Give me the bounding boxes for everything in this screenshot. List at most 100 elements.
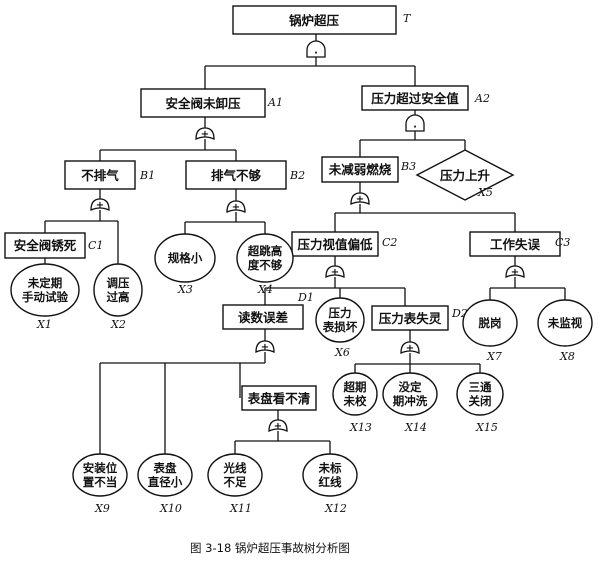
basic-event-text: 未定期 — [27, 276, 63, 290]
svg-text:A1: A1 — [267, 96, 283, 109]
basic-event-circle — [154, 233, 216, 283]
basic-event-text: 手动试验 — [22, 290, 68, 304]
svg-text:D1: D1 — [297, 291, 314, 304]
and-gate-a2: · — [405, 114, 425, 133]
or-gate-b3: + — [350, 192, 370, 205]
event-box-d1: 读数误差 D1 — [222, 291, 314, 330]
basic-event-label: X6 — [334, 346, 350, 359]
or-gate-a1: + — [195, 127, 215, 140]
basic-event-text: 未标 — [318, 461, 342, 475]
basic-event-label: X8 — [559, 350, 575, 363]
svg-text:·: · — [314, 48, 318, 59]
or-gate-c3: + — [505, 265, 525, 278]
svg-text:C1: C1 — [88, 239, 103, 252]
event-boxes: 锅炉超压 T 安全阀未卸压 A1 压力超过安全值 A2 不排气 B1 排气不够 … — [4, 5, 570, 411]
figure-caption: 图 3-18 锅炉超压事故树分析图 — [190, 541, 350, 555]
basic-event-label: X13 — [349, 421, 372, 434]
basic-event-text: 表盘 — [153, 461, 177, 475]
basic-event-label: X9 — [94, 502, 110, 515]
svg-text:B2: B2 — [289, 169, 305, 182]
or-gate-g1: + — [268, 419, 288, 432]
or-gate-d1: + — [255, 340, 275, 353]
event-box-c2: 压力视值偏低 C2 — [291, 231, 397, 257]
basic-event-text: 规格小 — [168, 251, 203, 265]
basic-event-text: 调压 — [107, 276, 130, 290]
basic-event-label: X15 — [475, 421, 498, 434]
basic-event-text: 置不当 — [83, 475, 118, 489]
basic-event-text: 红线 — [319, 475, 342, 489]
logic-gates: · + · + + + + + — [90, 40, 525, 432]
basic-event-text: 没定 — [399, 380, 422, 394]
basic-event-circle — [207, 453, 263, 497]
event-box-c3: 工作失误 C3 — [469, 231, 570, 257]
event-box-b1: 不排气 B1 — [64, 160, 155, 190]
svg-text:+: + — [201, 129, 209, 140]
house-event-diamond: 压力上升 X5 — [415, 149, 515, 201]
or-gate-b1: + — [90, 198, 110, 211]
basic-event-text: 超跳高 — [247, 244, 283, 258]
basic-events: 未定期手动试验X1调压过高X2规格小X3超跳高度不够X4压力表损坏X6脱岗X7未… — [10, 233, 593, 515]
svg-text:·: · — [413, 122, 417, 133]
svg-text:未减弱燃烧: 未减弱燃烧 — [328, 162, 392, 177]
basic-event-label: X4 — [257, 283, 273, 296]
basic-event-text: 三通 — [469, 380, 492, 394]
basic-event-circle — [537, 299, 593, 347]
basic-event-text: 安装位 — [83, 461, 118, 475]
basic-event-label: X10 — [159, 502, 182, 515]
basic-event-label: X12 — [324, 502, 347, 515]
basic-event-label: X11 — [229, 502, 252, 515]
basic-event-text: 脱岗 — [479, 316, 502, 330]
basic-event-circle — [456, 372, 504, 416]
basic-event-circle — [10, 263, 80, 317]
svg-text:B1: B1 — [139, 169, 155, 182]
basic-event-circle — [462, 299, 518, 347]
basic-event-circle — [332, 372, 378, 416]
svg-text:排气不够: 排气不够 — [211, 168, 262, 183]
basic-event-text: 期冲洗 — [393, 394, 428, 408]
connector-lines — [44, 34, 566, 455]
basic-event-text: 度不够 — [248, 258, 283, 272]
svg-text:C2: C2 — [382, 236, 397, 249]
svg-text:安全阀未卸压: 安全阀未卸压 — [165, 96, 241, 111]
basic-event-x7: 脱岗 X7 — [462, 299, 518, 363]
basic-event-text: 光线 — [223, 461, 247, 475]
svg-text:C3: C3 — [555, 236, 570, 249]
svg-text:压力视值偏低: 压力视值偏低 — [297, 237, 373, 252]
basic-event-text: 超期 — [343, 380, 367, 394]
svg-text:不排气: 不排气 — [81, 168, 119, 183]
basic-event-text: 表损坏 — [322, 320, 358, 334]
basic-event-label: X7 — [486, 350, 502, 363]
basic-event-circle — [382, 372, 438, 416]
svg-text:T: T — [403, 12, 412, 25]
event-box-a2: 压力超过安全值 A2 — [361, 85, 490, 111]
or-gate-c2: + — [325, 265, 345, 278]
basic-event-label: X14 — [404, 421, 427, 434]
event-box-g1: 表盘看不清 — [241, 385, 317, 411]
svg-text:工作失误: 工作失误 — [490, 237, 541, 252]
or-gate-d2: + — [400, 341, 420, 354]
svg-text:压力表失灵: 压力表失灵 — [379, 311, 442, 326]
svg-text:表盘看不清: 表盘看不清 — [247, 391, 311, 406]
basic-event-text: 直径小 — [148, 475, 183, 489]
and-gate-top: · — [306, 40, 326, 59]
svg-text:X5: X5 — [477, 186, 493, 199]
svg-text:+: + — [96, 200, 104, 211]
event-box-c1: 安全阀锈死 C1 — [4, 232, 103, 259]
svg-text:+: + — [232, 202, 240, 213]
svg-text:+: + — [356, 194, 364, 205]
basic-event-text: 过高 — [107, 290, 130, 304]
svg-text:读数误差: 读数误差 — [238, 310, 288, 325]
basic-event-circle — [137, 453, 193, 497]
svg-text:压力上升: 压力上升 — [440, 168, 491, 183]
